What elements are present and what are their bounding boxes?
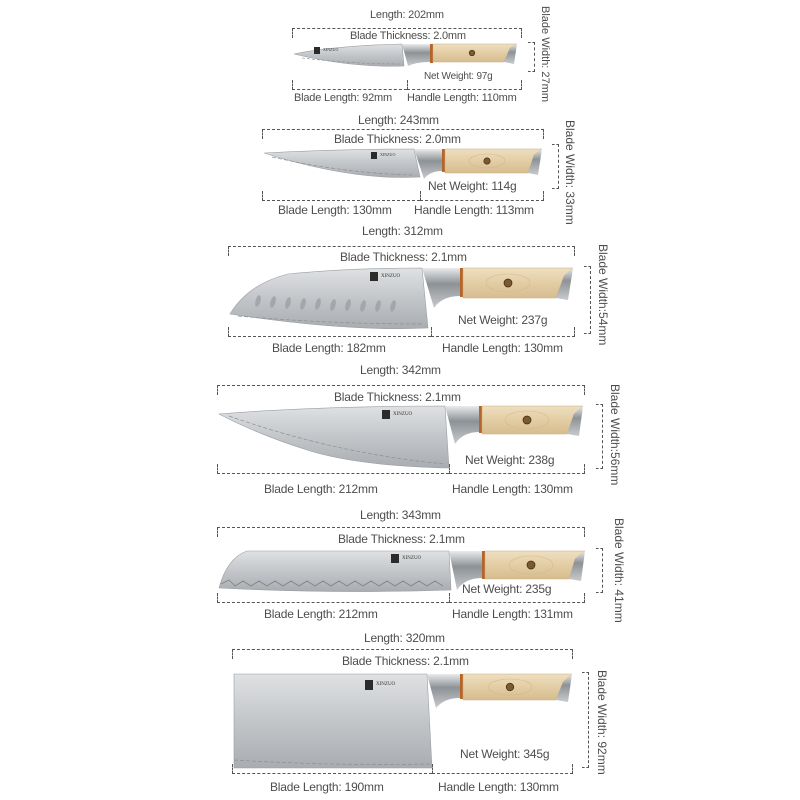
length-label: Length: 312mm <box>362 224 443 238</box>
net-weight-label: Net Weight: 238g <box>465 453 555 467</box>
handle-length-label: Handle Length: 131mm <box>452 607 573 621</box>
knife-cleaver: Length: 320mm Blade Thickness: 2.1mm XIN… <box>0 628 800 800</box>
net-weight-label: Net Weight: 114g <box>428 179 517 193</box>
blade-width-label: Blade Width: 27mm <box>539 6 551 102</box>
blade-dimension-line <box>262 191 420 201</box>
length-label: Length: 243mm <box>358 113 439 127</box>
knife-illustration: XINZUO <box>293 43 518 67</box>
blade-width-dimension-line <box>552 144 559 189</box>
length-label: Length: 320mm <box>364 631 445 645</box>
knife-illustration: XINZUO <box>217 405 584 469</box>
svg-text:XINZUO: XINZUO <box>381 274 401 279</box>
knife-illustration: XINZUO <box>233 673 573 769</box>
handle-dimension-line <box>431 327 575 337</box>
handle-length-label: Handle Length: 130mm <box>452 482 573 496</box>
blade-width-label: Blade Width: 33mm <box>563 120 577 225</box>
knife-chef: Length: 342mm Blade Thickness: 2.1mm XIN… <box>0 360 800 500</box>
length-dimension-line <box>217 385 585 395</box>
net-weight-label: Net Weight: 235g <box>462 582 552 596</box>
blade-width-dimension-line <box>582 672 589 768</box>
blade-dimension-line <box>228 327 431 337</box>
blade-thickness-label: Blade Thickness: 2.1mm <box>334 390 461 404</box>
svg-text:XINZUO: XINZUO <box>393 412 413 417</box>
blade-width-label: Blade Width: 41mm <box>612 518 626 623</box>
blade-width-label: Blade Width:54mm <box>596 244 610 346</box>
length-dimension-line <box>262 129 544 139</box>
knife-santoku: Length: 312mm Blade Thickness: 2.1mm XIN… <box>0 222 800 360</box>
blade-dimension-line <box>292 80 407 90</box>
blade-thickness-label: Blade Thickness: 2.0mm <box>350 30 466 42</box>
blade-width-dimension-line <box>596 548 603 593</box>
blade-width-label: Blade Width: 92mm <box>595 670 609 775</box>
knife-paring: Length: 202mm Blade Thickness: 2.0mm XIN… <box>0 0 800 110</box>
blade-dimension-line <box>217 593 449 603</box>
handle-length-label: Handle Length: 113mm <box>414 203 534 217</box>
blade-width-dimension-line <box>528 42 535 72</box>
blade-length-label: Blade Length: 130mm <box>278 203 392 217</box>
handle-dimension-line <box>420 191 544 201</box>
handle-length-label: Handle Length: 110mm <box>407 92 517 104</box>
net-weight-label: Net Weight: 237g <box>458 313 548 327</box>
blade-width-label: Blade Width:56mm <box>608 384 622 486</box>
length-label: Length: 343mm <box>360 508 441 522</box>
handle-dimension-line <box>449 593 585 603</box>
blade-length-label: Blade Length: 92mm <box>294 92 392 104</box>
handle-length-label: Handle Length: 130mm <box>438 780 559 794</box>
blade-width-dimension-line <box>584 266 591 334</box>
knife-utility: Length: 243mm Blade Thickness: 2.0mm XIN… <box>0 110 800 225</box>
handle-dimension-line <box>407 80 522 90</box>
knife-illustration: XINZUO <box>218 550 586 592</box>
svg-text:XINZUO: XINZUO <box>323 47 338 52</box>
blade-thickness-label: Blade Thickness: 2.1mm <box>340 250 467 264</box>
blade-dimension-line <box>232 764 432 774</box>
blade-length-label: Blade Length: 190mm <box>270 780 384 794</box>
blade-length-label: Blade Length: 212mm <box>264 607 378 621</box>
svg-text:XINZUO: XINZUO <box>380 152 395 157</box>
length-dimension-line <box>228 246 575 256</box>
blade-dimension-line <box>217 464 449 474</box>
net-weight-label: Net Weight: 345g <box>460 747 550 761</box>
blade-thickness-label: Blade Thickness: 2.0mm <box>334 132 461 146</box>
blade-length-label: Blade Length: 182mm <box>272 341 386 355</box>
knife-illustration: XINZUO <box>229 267 574 330</box>
handle-dimension-line <box>432 764 573 774</box>
length-dimension-line <box>232 649 573 659</box>
length-label: Length: 342mm <box>360 363 441 377</box>
length-dimension-line <box>292 28 522 38</box>
net-weight-label: Net Weight: 97g <box>424 71 493 82</box>
length-dimension-line <box>217 527 585 537</box>
knife-bread: Length: 343mm Blade Thickness: 2.1mm XIN… <box>0 500 800 628</box>
blade-length-label: Blade Length: 212mm <box>264 482 378 496</box>
svg-text:XINZUO: XINZUO <box>402 556 422 561</box>
handle-dimension-line <box>449 464 585 474</box>
blade-thickness-label: Blade Thickness: 2.1mm <box>342 654 469 668</box>
blade-thickness-label: Blade Thickness: 2.1mm <box>338 532 465 546</box>
blade-width-dimension-line <box>596 404 603 469</box>
svg-text:XINZUO: XINZUO <box>376 682 396 687</box>
handle-length-label: Handle Length: 130mm <box>442 341 563 355</box>
length-label: Length: 202mm <box>370 9 444 21</box>
knife-illustration: XINZUO <box>263 148 543 179</box>
